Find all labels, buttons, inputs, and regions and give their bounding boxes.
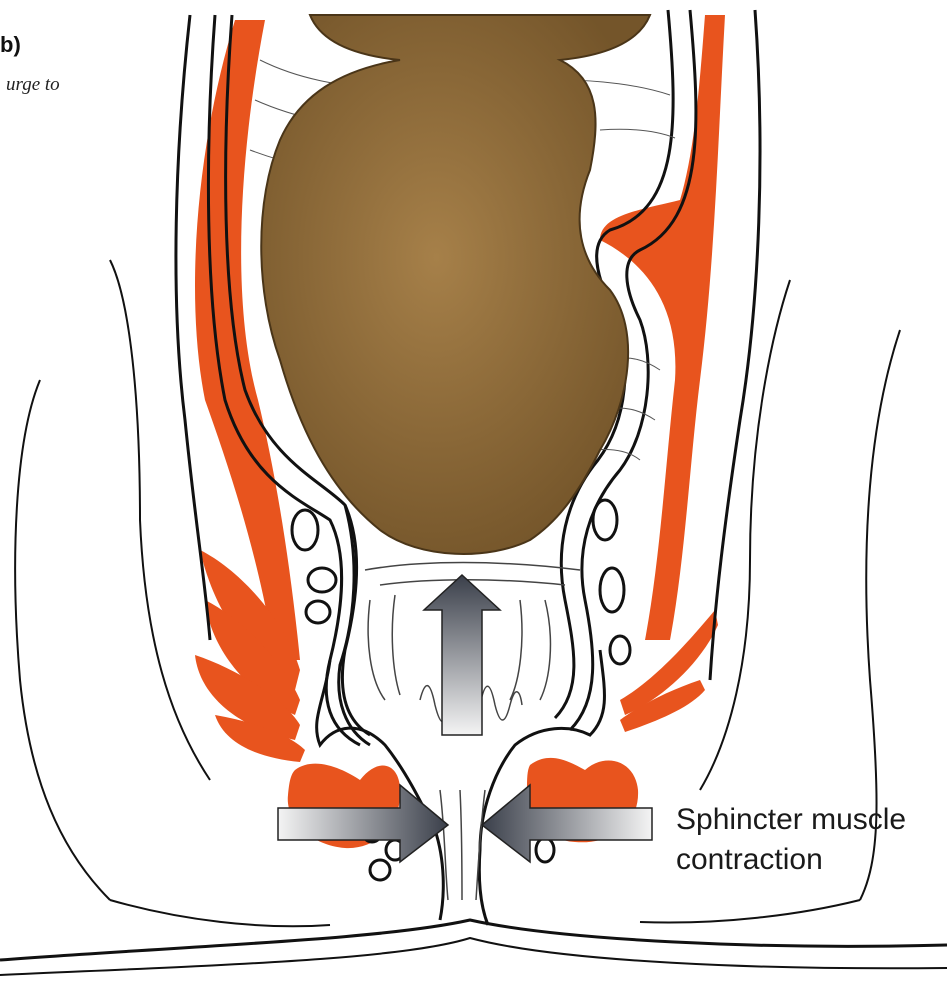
callout-line-1: Sphincter muscle: [676, 800, 906, 840]
upward-pressure-arrow: [424, 575, 500, 735]
callout-line-2: contraction: [676, 840, 906, 880]
stool-mass: [261, 15, 650, 554]
caption-fragment: urge to: [6, 74, 60, 96]
panel-label: b): [0, 32, 21, 58]
sphincter-callout: Sphincter muscle contraction: [676, 800, 906, 880]
